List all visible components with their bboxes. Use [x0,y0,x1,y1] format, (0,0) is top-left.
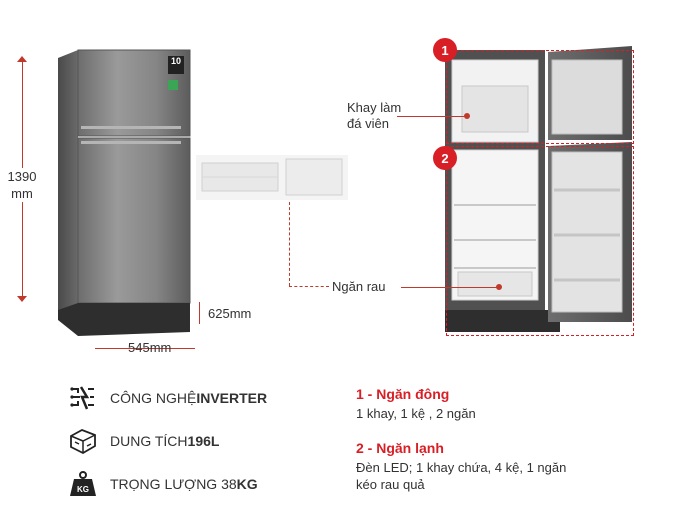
inverter-chip-icon [70,386,94,410]
veg-drawer-leader-dot [496,284,502,290]
depth-dimension-line [199,302,200,324]
weight-kg-icon: KG [70,471,96,496]
freezer-outline [446,50,634,144]
section-fridge: 2 - Ngăn lạnh Đèn LED; 1 khay chứa, 4 kệ… [356,440,686,493]
ice-tray-label: Khay làm đá viên [347,100,402,131]
height-arrow-bottom [17,296,27,302]
width-dimension-line [95,348,195,349]
height-value: 1390 [7,169,37,184]
section-fridge-title: 2 - Ngăn lạnh [356,440,444,456]
fridge-open-illustration [445,46,632,332]
freezer-number-badge: 1 [433,38,457,62]
veg-drawer-leader-line [401,287,499,288]
feature-inverter-label: CÔNG NGHỆ [110,390,197,406]
section-freezer-title: 1 - Ngăn đông [356,386,450,402]
section-fridge-body: Đèn LED; 1 khay chứa, 4 kệ, 1 ngăn kéo r… [356,460,567,492]
veg-drawer-label: Ngăn rau [332,279,386,294]
ice-tray-detail-image [196,155,348,200]
feature-weight-value: KG [236,476,258,492]
fridge-outline [446,146,634,336]
veg-connector-horizontal [289,286,329,287]
capacity-icon [70,429,96,455]
energy-badge-number: 10 [170,56,181,66]
width-dimension-label: 545mm [128,340,172,355]
feature-inverter-value: INVERTER [196,390,268,406]
fridge-closed-illustration [58,49,191,336]
height-unit: mm [11,186,33,201]
fridge-number-badge: 2 [433,146,457,170]
height-dimension-label: 1390 mm [2,168,42,202]
height-arrow-top [17,56,27,62]
veg-connector-vertical [289,202,290,286]
ice-tray-leader-line [397,116,467,117]
ice-tray-leader-dot [464,113,470,119]
depth-dimension-label: 625mm [208,306,252,321]
feature-capacity-label: DUNG TÍCH [110,433,188,449]
section-freezer: 1 - Ngăn đông 1 khay, 1 kệ , 2 ngăn [356,386,676,422]
feature-capacity: DUNG TÍCH 196L [68,426,219,456]
feature-inverter: CÔNG NGHỆ INVERTER [68,383,267,413]
section-freezer-body: 1 khay, 1 kệ , 2 ngăn [356,406,476,421]
feature-weight-label: TRỌNG LƯỢNG 38 [110,476,237,492]
feature-capacity-value: 196L [187,433,220,449]
weight-icon-text: KG [77,485,89,494]
